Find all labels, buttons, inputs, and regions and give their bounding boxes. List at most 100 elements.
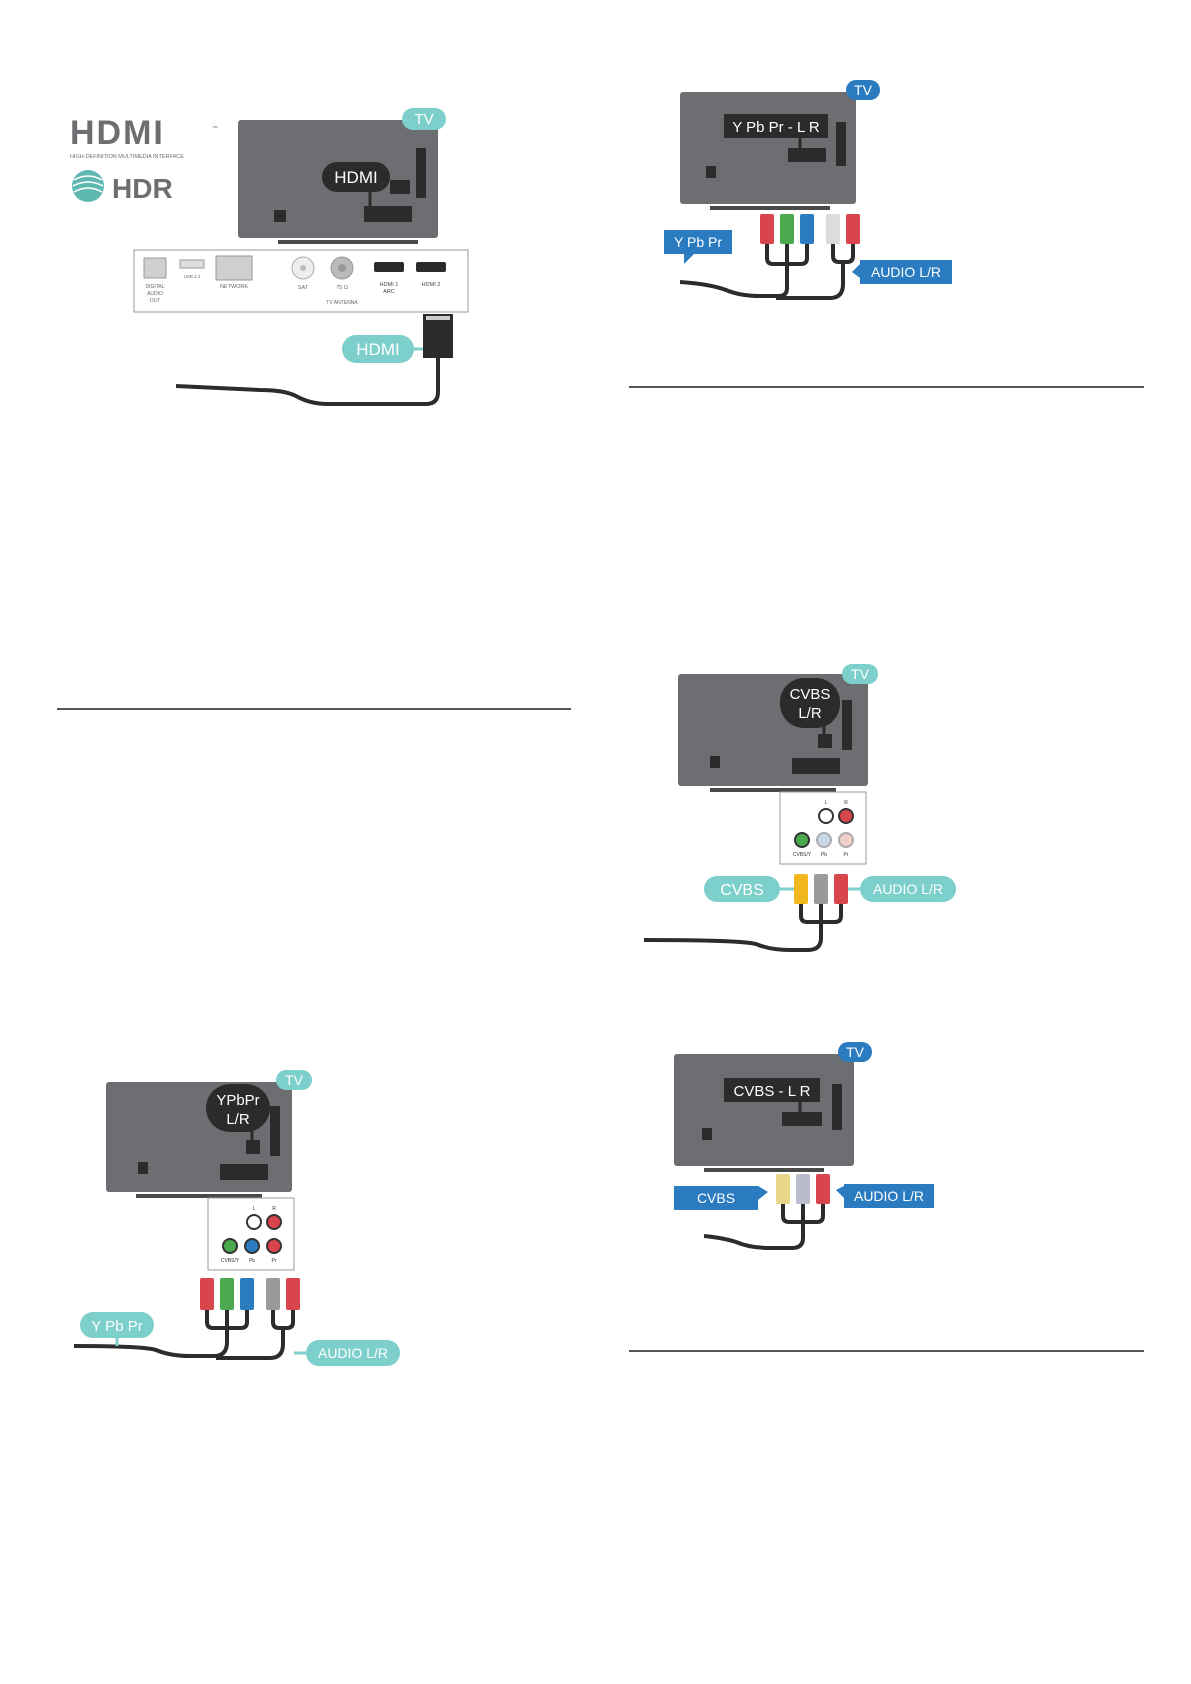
rca-plug-group — [200, 1278, 300, 1310]
section-divider — [629, 386, 1144, 388]
tv-badge — [402, 108, 446, 130]
jack-pr-icon — [838, 832, 854, 848]
cable-label — [342, 335, 414, 363]
panel-label: SAT — [298, 285, 309, 291]
jack-l-icon — [818, 808, 834, 824]
cable-label-left-text: Y Pb Pr — [91, 1318, 142, 1335]
jack-label: L — [825, 800, 828, 806]
hdmi-connection-figure: HDMI ™ HIGH-DEFINITION MULTIMEDIA INTERF… — [60, 100, 500, 440]
tv-badge — [846, 80, 880, 100]
jack-label: CVBS/Y — [793, 852, 812, 858]
hdmi-logo: HDMI — [70, 114, 165, 152]
ypbpr-blue-figure: TV Y Pb Pr - L R Y Pb Pr AUDIO L/R — [650, 78, 970, 318]
hdr-logo: HDR — [112, 173, 173, 204]
jack-r-icon — [266, 1214, 282, 1230]
hdmi2-port-icon — [416, 262, 446, 272]
jack-label: CVBS/Y — [221, 1258, 240, 1264]
tv-callout — [206, 1084, 270, 1132]
jack-label: R — [844, 800, 848, 806]
hdmi-logo-tm: ™ — [212, 125, 218, 132]
cable-label-right — [844, 1184, 934, 1208]
cable-label-right-text: AUDIO L/R — [318, 1345, 388, 1361]
cable-label-left — [674, 1186, 758, 1210]
tv-callout-line1: YPbPr — [216, 1092, 259, 1109]
tv-body — [680, 92, 856, 204]
tv-badge-label: TV — [846, 1044, 865, 1060]
hdr-globe-icon — [72, 170, 104, 202]
video-cable — [679, 244, 809, 298]
rca-plug-white — [796, 1174, 810, 1204]
tv-callout — [724, 114, 828, 138]
jack-label: Pb — [249, 1258, 255, 1264]
jack-r-icon — [838, 808, 854, 824]
cvbs-cable — [643, 904, 843, 952]
panel-label: TV ANTENNA — [326, 300, 358, 306]
panel-label: 75 Ω — [336, 285, 348, 291]
tv-callout-line1: CVBS — [790, 686, 831, 703]
cable-label-left-text: Y Pb Pr — [674, 234, 722, 250]
cable-label-right-text: AUDIO L/R — [873, 881, 943, 897]
jack-label: L — [253, 1206, 256, 1212]
tv-callout-line2: L/R — [226, 1111, 250, 1128]
hdmi-cable — [175, 358, 440, 406]
cable-label-left — [664, 230, 732, 254]
panel-label: ARC — [383, 289, 395, 295]
cvbs-blue-figure: TV CVBS - L R CVBS AUDIO L/R — [660, 1040, 960, 1270]
tv-badge — [276, 1070, 312, 1090]
rca-plug-yellow — [794, 874, 808, 904]
jack-label: Pb — [821, 852, 827, 858]
tv-callout — [780, 678, 840, 728]
cvbs-teal-diagram-svg: TV CVBS L/R L R CVBS/Y Pb Pr CVBS AUDIO … — [643, 664, 956, 952]
cable-label-left-text: CVBS — [720, 882, 764, 899]
tv-badge-label: TV — [851, 666, 870, 682]
panel-label: NETWORK — [220, 284, 248, 290]
cvbs-teal-figure: TV CVBS L/R L R CVBS/Y Pb Pr CVBS AUDIO … — [640, 660, 980, 980]
jack-panel — [779, 791, 867, 865]
panel-label: HDMI 1 — [380, 282, 399, 288]
jack-l-icon — [246, 1214, 262, 1230]
ypbpr-blue-diagram-svg: TV Y Pb Pr - L R Y Pb Pr AUDIO L/R — [664, 80, 952, 300]
jack-label: R — [272, 1206, 276, 1212]
tv-callout-line2: L/R — [798, 705, 822, 722]
cable-label-right — [860, 876, 956, 902]
panel-label: HDMI 2 — [422, 282, 441, 288]
tv-body — [674, 1054, 854, 1166]
rca-plug-red — [816, 1174, 830, 1204]
tv-callout — [724, 1078, 820, 1102]
cvbs-cable — [703, 1204, 825, 1250]
rca-plug-red — [834, 874, 848, 904]
hdmi-diagram-svg: HDMI ™ HIGH-DEFINITION MULTIMEDIA INTERF… — [70, 108, 469, 406]
jack-cvbs-icon — [794, 832, 810, 848]
cable-label-left — [704, 876, 780, 902]
panel-label: AUDIO — [147, 291, 163, 297]
cable-label-right-text: AUDIO L/R — [854, 1188, 924, 1204]
jack-pr-icon — [266, 1238, 282, 1254]
cable-label-text: HDMI — [356, 340, 399, 359]
tv-badge — [842, 664, 878, 684]
jack-pb-icon — [244, 1238, 260, 1254]
rca-plug-yellow — [776, 1174, 790, 1204]
network-port-icon — [215, 255, 253, 281]
tv-callout-label: CVBS - L R — [734, 1083, 811, 1100]
rca-plug-group — [760, 214, 860, 244]
tv-badge-label: TV — [854, 82, 873, 98]
hdmi-logo-subtitle: HIGH-DEFINITION MULTIMEDIA INTERFACE — [70, 154, 184, 160]
tv-callout-label: HDMI — [334, 168, 377, 187]
tv-badge-label: TV — [285, 1072, 304, 1088]
cable-label-right-text: AUDIO L/R — [871, 264, 941, 280]
cable-label-left-text: CVBS — [697, 1190, 735, 1206]
usb-port-icon — [179, 259, 205, 269]
cable-label-right — [860, 260, 952, 284]
video-cable — [73, 1310, 249, 1358]
jack-y-icon — [222, 1238, 238, 1254]
cvbs-blue-diagram-svg: TV CVBS - L R CVBS AUDIO L/R — [674, 1042, 934, 1250]
cable-label-left — [80, 1312, 154, 1338]
jack-label: Pr — [272, 1258, 277, 1264]
ypbpr-teal-figure: TV YPbPr L/R L R CVBS/Y Pb Pr Y Pb Pr A — [70, 1068, 410, 1384]
optical-port-icon — [143, 257, 167, 279]
tv-badge-label: TV — [414, 111, 433, 128]
rca-plug-white — [814, 874, 828, 904]
audio-cable — [776, 244, 855, 300]
audio-cable — [216, 1310, 295, 1360]
hdmi-plug-icon — [423, 314, 453, 358]
